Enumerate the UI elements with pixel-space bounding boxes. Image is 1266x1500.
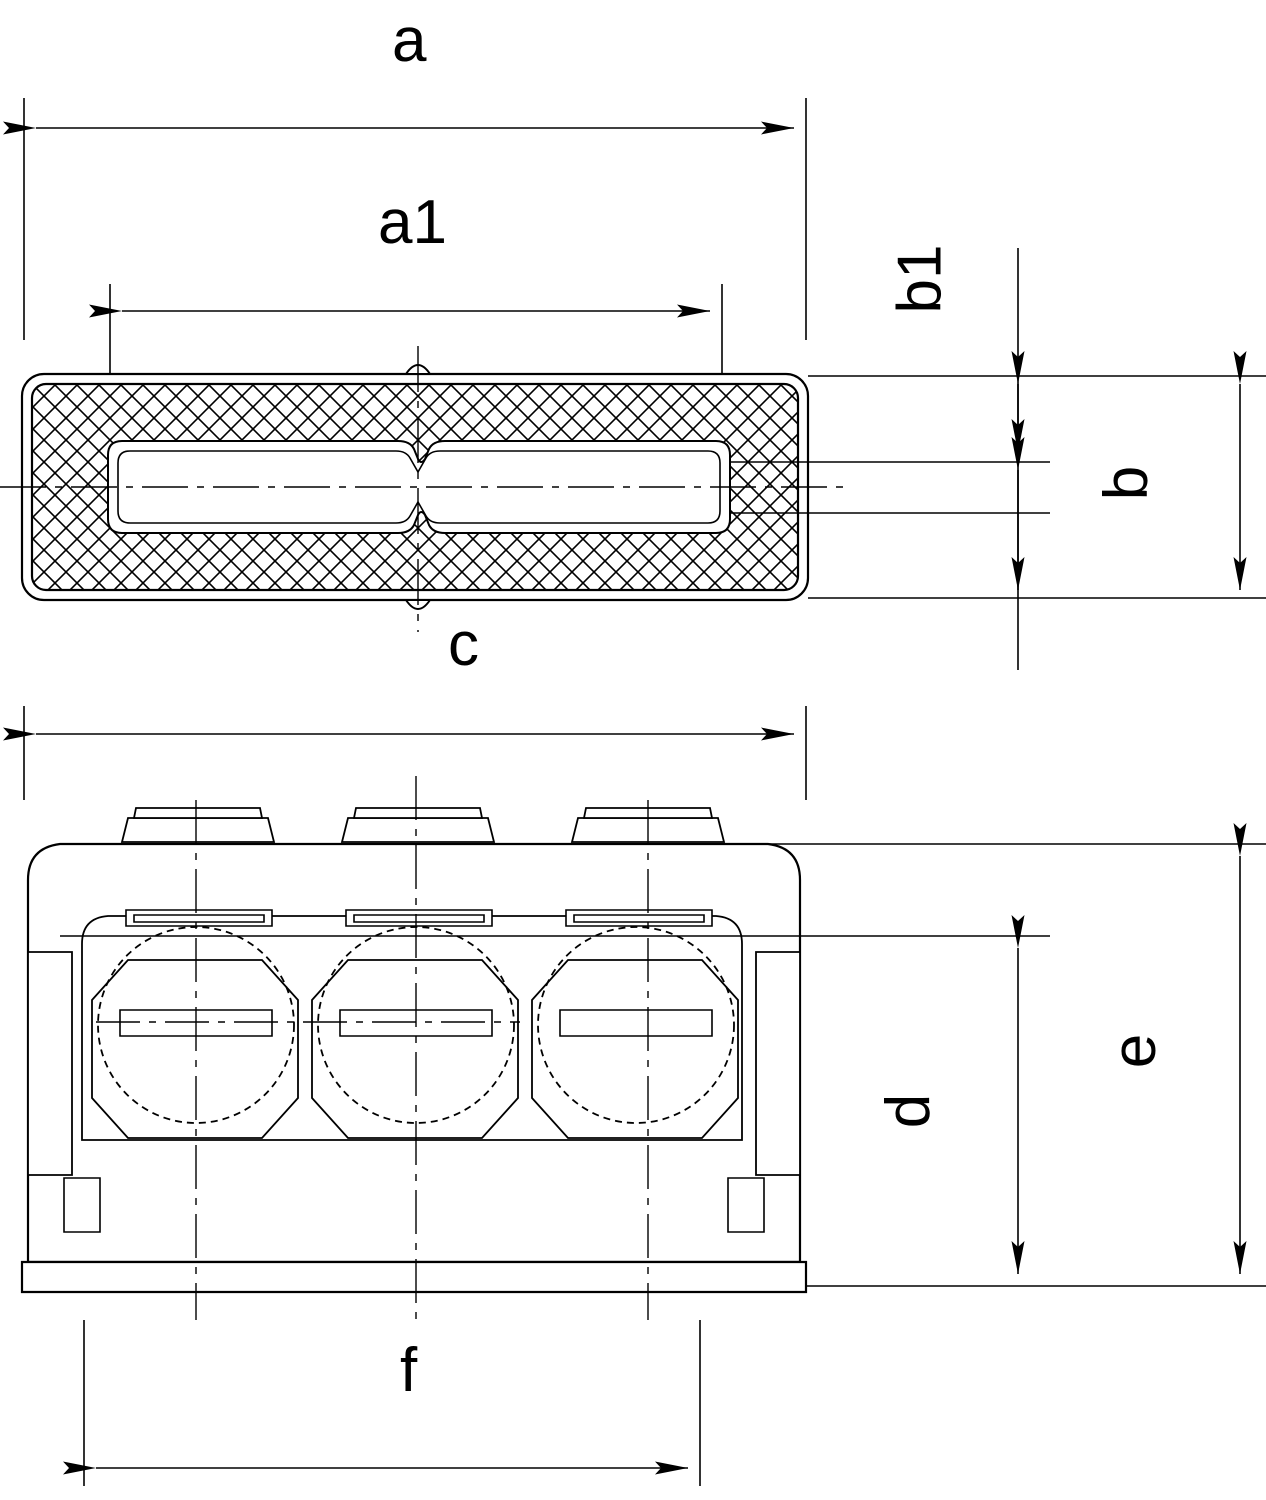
- dimension-label-d: d: [874, 1093, 944, 1129]
- dimension-label-f: f: [400, 1336, 418, 1405]
- dim-b: [1011, 351, 1247, 590]
- dimension-lines-group: [0, 98, 1266, 1486]
- dim-a: [3, 98, 807, 340]
- dim-c: [3, 706, 807, 800]
- dimension-label-c: c: [448, 610, 479, 679]
- dim-de-extension-lines: [60, 843, 1266, 1287]
- front-view-pole-centerlines: [195, 776, 649, 1320]
- dim-b-extension-lines: [730, 375, 1266, 599]
- dimension-label-a1: a1: [378, 188, 447, 257]
- dimension-label-e: e: [1100, 1033, 1170, 1069]
- front-view-clamp-plates: [125, 909, 713, 927]
- dimension-label-b1: b1: [885, 244, 955, 314]
- front-view-screw-heads: [120, 807, 726, 843]
- dimension-label-a: a: [392, 6, 427, 75]
- dimension-label-b: b: [1092, 465, 1162, 501]
- front-view-cable-entries: [91, 959, 739, 1139]
- dim-f: [63, 1320, 701, 1486]
- cross-section-inner-cavity: [107, 440, 731, 534]
